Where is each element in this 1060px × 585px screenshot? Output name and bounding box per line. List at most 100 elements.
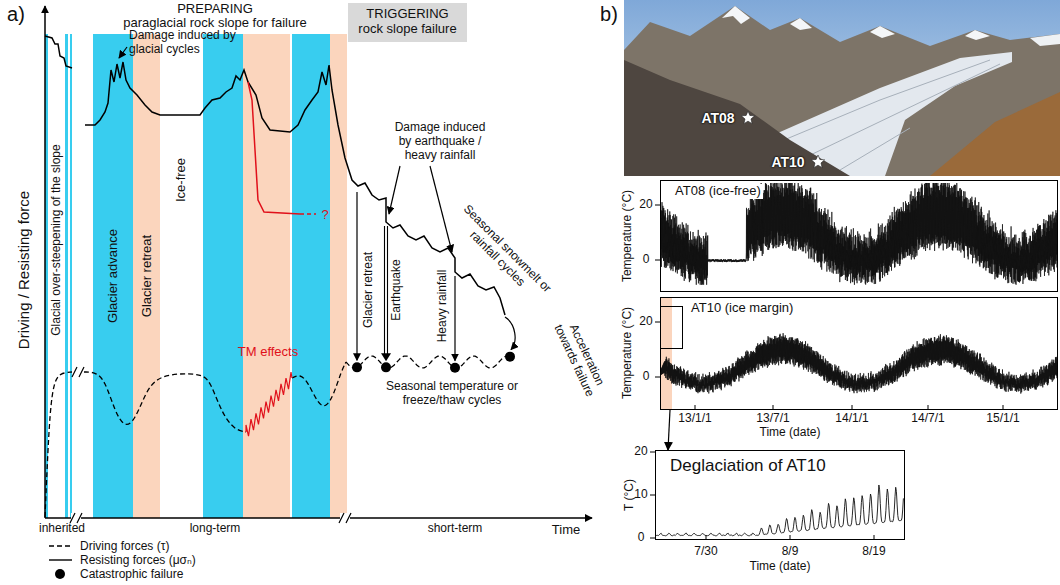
legend-text: Catastrophic failure xyxy=(80,566,183,582)
failure-dot xyxy=(505,352,515,362)
phase-title: TRIGGERING xyxy=(357,7,458,22)
axis-title: Temperature (°C) xyxy=(621,190,635,282)
resisting-force-branch xyxy=(300,213,316,215)
legend-sample xyxy=(49,559,72,560)
site-star xyxy=(811,155,824,168)
tick-label: 13/1/1 xyxy=(678,412,711,426)
y-axis xyxy=(44,6,46,518)
band-fill xyxy=(93,34,133,518)
legend-sample xyxy=(49,545,72,546)
panel-title: AT08 (ice-free) xyxy=(673,184,763,199)
tick-label: 0 xyxy=(638,531,645,545)
annotation: Damage induced by glacial cycles xyxy=(129,29,241,57)
resisting-force-branch xyxy=(248,82,300,214)
driving-force-curve xyxy=(45,372,72,517)
axis-label: inherited xyxy=(39,522,85,536)
band-fill xyxy=(330,34,347,518)
band-fill xyxy=(65,34,68,518)
stage-label: Ice-free xyxy=(174,158,189,202)
annotation: Damage induced by earthquake / heavy rai… xyxy=(390,121,490,162)
failure-dot xyxy=(381,362,391,372)
site-label: AT10 xyxy=(771,154,804,170)
band-label: Glacier advance xyxy=(106,229,121,323)
temperature-series xyxy=(661,333,1057,393)
failure-dot xyxy=(352,362,362,372)
panel-letter: a) xyxy=(7,3,25,26)
glacial-bands xyxy=(45,34,347,518)
tick-label: 0 xyxy=(643,370,650,384)
site-label: AT08 xyxy=(701,110,734,126)
trigger-label: Glacier retreat xyxy=(362,252,376,328)
thermo-mechanical-cycles xyxy=(246,372,292,436)
phase-header-box: TRIGGERINGrock slope failure xyxy=(348,3,467,42)
tick-label: 7/30 xyxy=(694,545,717,559)
band-fill xyxy=(203,34,243,518)
tick-label: 10 xyxy=(634,488,647,502)
tick-label: 20 xyxy=(639,315,652,329)
axis-title: Time (date) xyxy=(750,560,811,574)
temperature-series xyxy=(661,183,1057,285)
force-chart xyxy=(45,6,592,523)
trigger-arrow xyxy=(454,276,455,361)
driving-force-curve xyxy=(84,372,246,432)
legend-text: Driving forces (τ) xyxy=(80,538,169,554)
axis-label: long-term xyxy=(190,522,241,536)
trigger-label: Seasonal snowmelt or rainfall cycles xyxy=(449,201,555,307)
band-label: Glacier retreat xyxy=(139,235,154,317)
annotation: TM effects xyxy=(238,345,298,360)
temperature-series xyxy=(656,485,903,536)
driving-force-curve xyxy=(292,362,346,406)
temperature-panel: AT10 (ice margin) xyxy=(660,297,1058,410)
panel-letter: b) xyxy=(600,3,618,26)
phase-title: PREPARING xyxy=(177,2,253,17)
glacier-photo xyxy=(624,0,1060,176)
stage-label: Glacial over-steepening of the slope xyxy=(50,144,64,335)
annotation: ? xyxy=(321,208,328,223)
annotation: Seasonal temperature or freeze/thaw cycl… xyxy=(385,380,520,408)
panel-title: Deglaciation of AT10 xyxy=(668,456,828,476)
connector-arrow xyxy=(668,410,670,450)
axis-title: Time xyxy=(552,523,580,538)
phase-subtitle: rock slope failure xyxy=(357,22,458,37)
leader-arrow xyxy=(119,47,127,58)
tick-label: 0 xyxy=(643,253,650,267)
tick-label: 14/1/1 xyxy=(835,412,868,426)
tick-label: 8/19 xyxy=(862,545,885,559)
axis-break xyxy=(339,513,351,523)
tick-label: 8/9 xyxy=(782,545,799,559)
axis-title: Time (date) xyxy=(760,426,821,440)
trigger-label: Acceleration towards failure xyxy=(546,307,613,409)
failure-dot xyxy=(450,363,460,373)
band-fill xyxy=(292,34,330,518)
temperature-plots xyxy=(650,183,1060,540)
axis-ticks xyxy=(650,205,1003,540)
site-star xyxy=(741,111,754,124)
axis-label: short-term xyxy=(428,522,483,536)
tick-label: 20 xyxy=(639,198,652,212)
band-fill xyxy=(243,34,290,518)
band-fill xyxy=(70,34,72,518)
glacier-retreat-band: Glacier retreat xyxy=(133,34,160,518)
glacier-advance-band: Glacier advance xyxy=(93,34,133,518)
trigger-arrow xyxy=(356,192,357,360)
panel-title: AT10 (ice margin) xyxy=(689,301,795,316)
inset-panel: Deglaciation of AT10 xyxy=(655,450,905,540)
x-axis xyxy=(45,517,592,519)
tick-label: 15/1/1 xyxy=(986,412,1019,426)
trigger-label: Heavy rainfall xyxy=(436,270,450,343)
trigger-label: Earthquake xyxy=(390,259,404,320)
deglaciation-period xyxy=(661,298,672,409)
tick-label: 13/7/1 xyxy=(756,412,789,426)
temperature-panel: AT08 (ice-free) xyxy=(660,180,1058,292)
zoom-box xyxy=(661,307,683,349)
leader-arrow xyxy=(389,166,400,214)
tick-label: 14/7/1 xyxy=(911,412,944,426)
driving-force-curve xyxy=(346,356,512,368)
resisting-force-curve xyxy=(45,36,72,68)
tick-label: 20 xyxy=(634,445,647,459)
axis-title: Driving / Resisting force xyxy=(15,191,32,349)
axis-title: Temperature (°C) xyxy=(621,307,635,399)
trigger-arrow xyxy=(505,317,515,350)
legend-text: Resisting forces (μσₙ) xyxy=(80,552,196,568)
